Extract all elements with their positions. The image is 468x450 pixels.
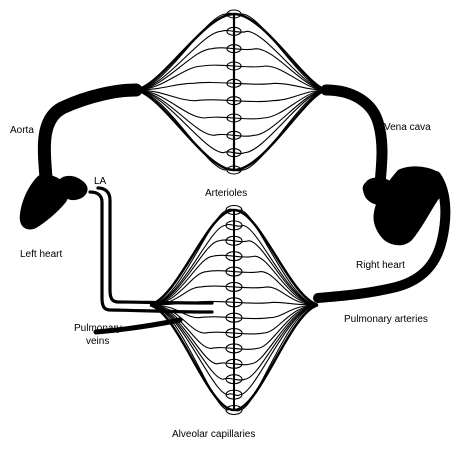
- arteriole-branch: [135, 89, 327, 120]
- arteriole-branch: [135, 89, 327, 103]
- label-right-heart: Right heart: [356, 260, 405, 271]
- right-ventricle: [373, 166, 444, 246]
- left-heart-shape: [19, 174, 88, 230]
- label-arterioles: Arterioles: [205, 188, 247, 199]
- label-left-heart: Left heart: [20, 249, 62, 260]
- left-ventricle: [19, 174, 69, 230]
- arteriole-branch: [135, 89, 327, 155]
- alveolar-envelope-bottom: [149, 303, 319, 412]
- label-aorta: Aorta: [10, 125, 34, 136]
- label-pulmonary-veins-line1: Pulmonary: [74, 323, 122, 334]
- arteriole-bed: [135, 9, 327, 175]
- pulmonary-circuit: [88, 186, 214, 335]
- arteriole-branch: [135, 29, 327, 91]
- aorta-vessel: [37, 83, 143, 185]
- label-pulmonary-veins-line2: veins: [86, 336, 109, 347]
- label-alveolar-capillaries: Alveolar capillaries: [172, 429, 255, 440]
- label-la: LA: [94, 176, 107, 187]
- right-heart-shape: [313, 166, 451, 303]
- pulmonary-vein-inner: [96, 186, 214, 305]
- arteriole-envelope-bottom: [135, 88, 327, 172]
- pulmonary-trunk: [313, 171, 451, 303]
- arteriole-envelope-top: [135, 12, 327, 92]
- label-vena-cava: Vena cava: [384, 122, 431, 133]
- label-pulmonary-arteries: Pulmonary arteries: [344, 314, 428, 325]
- arteriole-branch: [135, 81, 327, 91]
- arteriole-branch: [135, 89, 327, 137]
- systemic-circuit: [37, 83, 388, 190]
- alveolar-envelope-top: [149, 208, 319, 307]
- alveolar-bed: [149, 204, 319, 416]
- vena-cava-vessel: [320, 84, 388, 190]
- left-atrium: [57, 175, 88, 201]
